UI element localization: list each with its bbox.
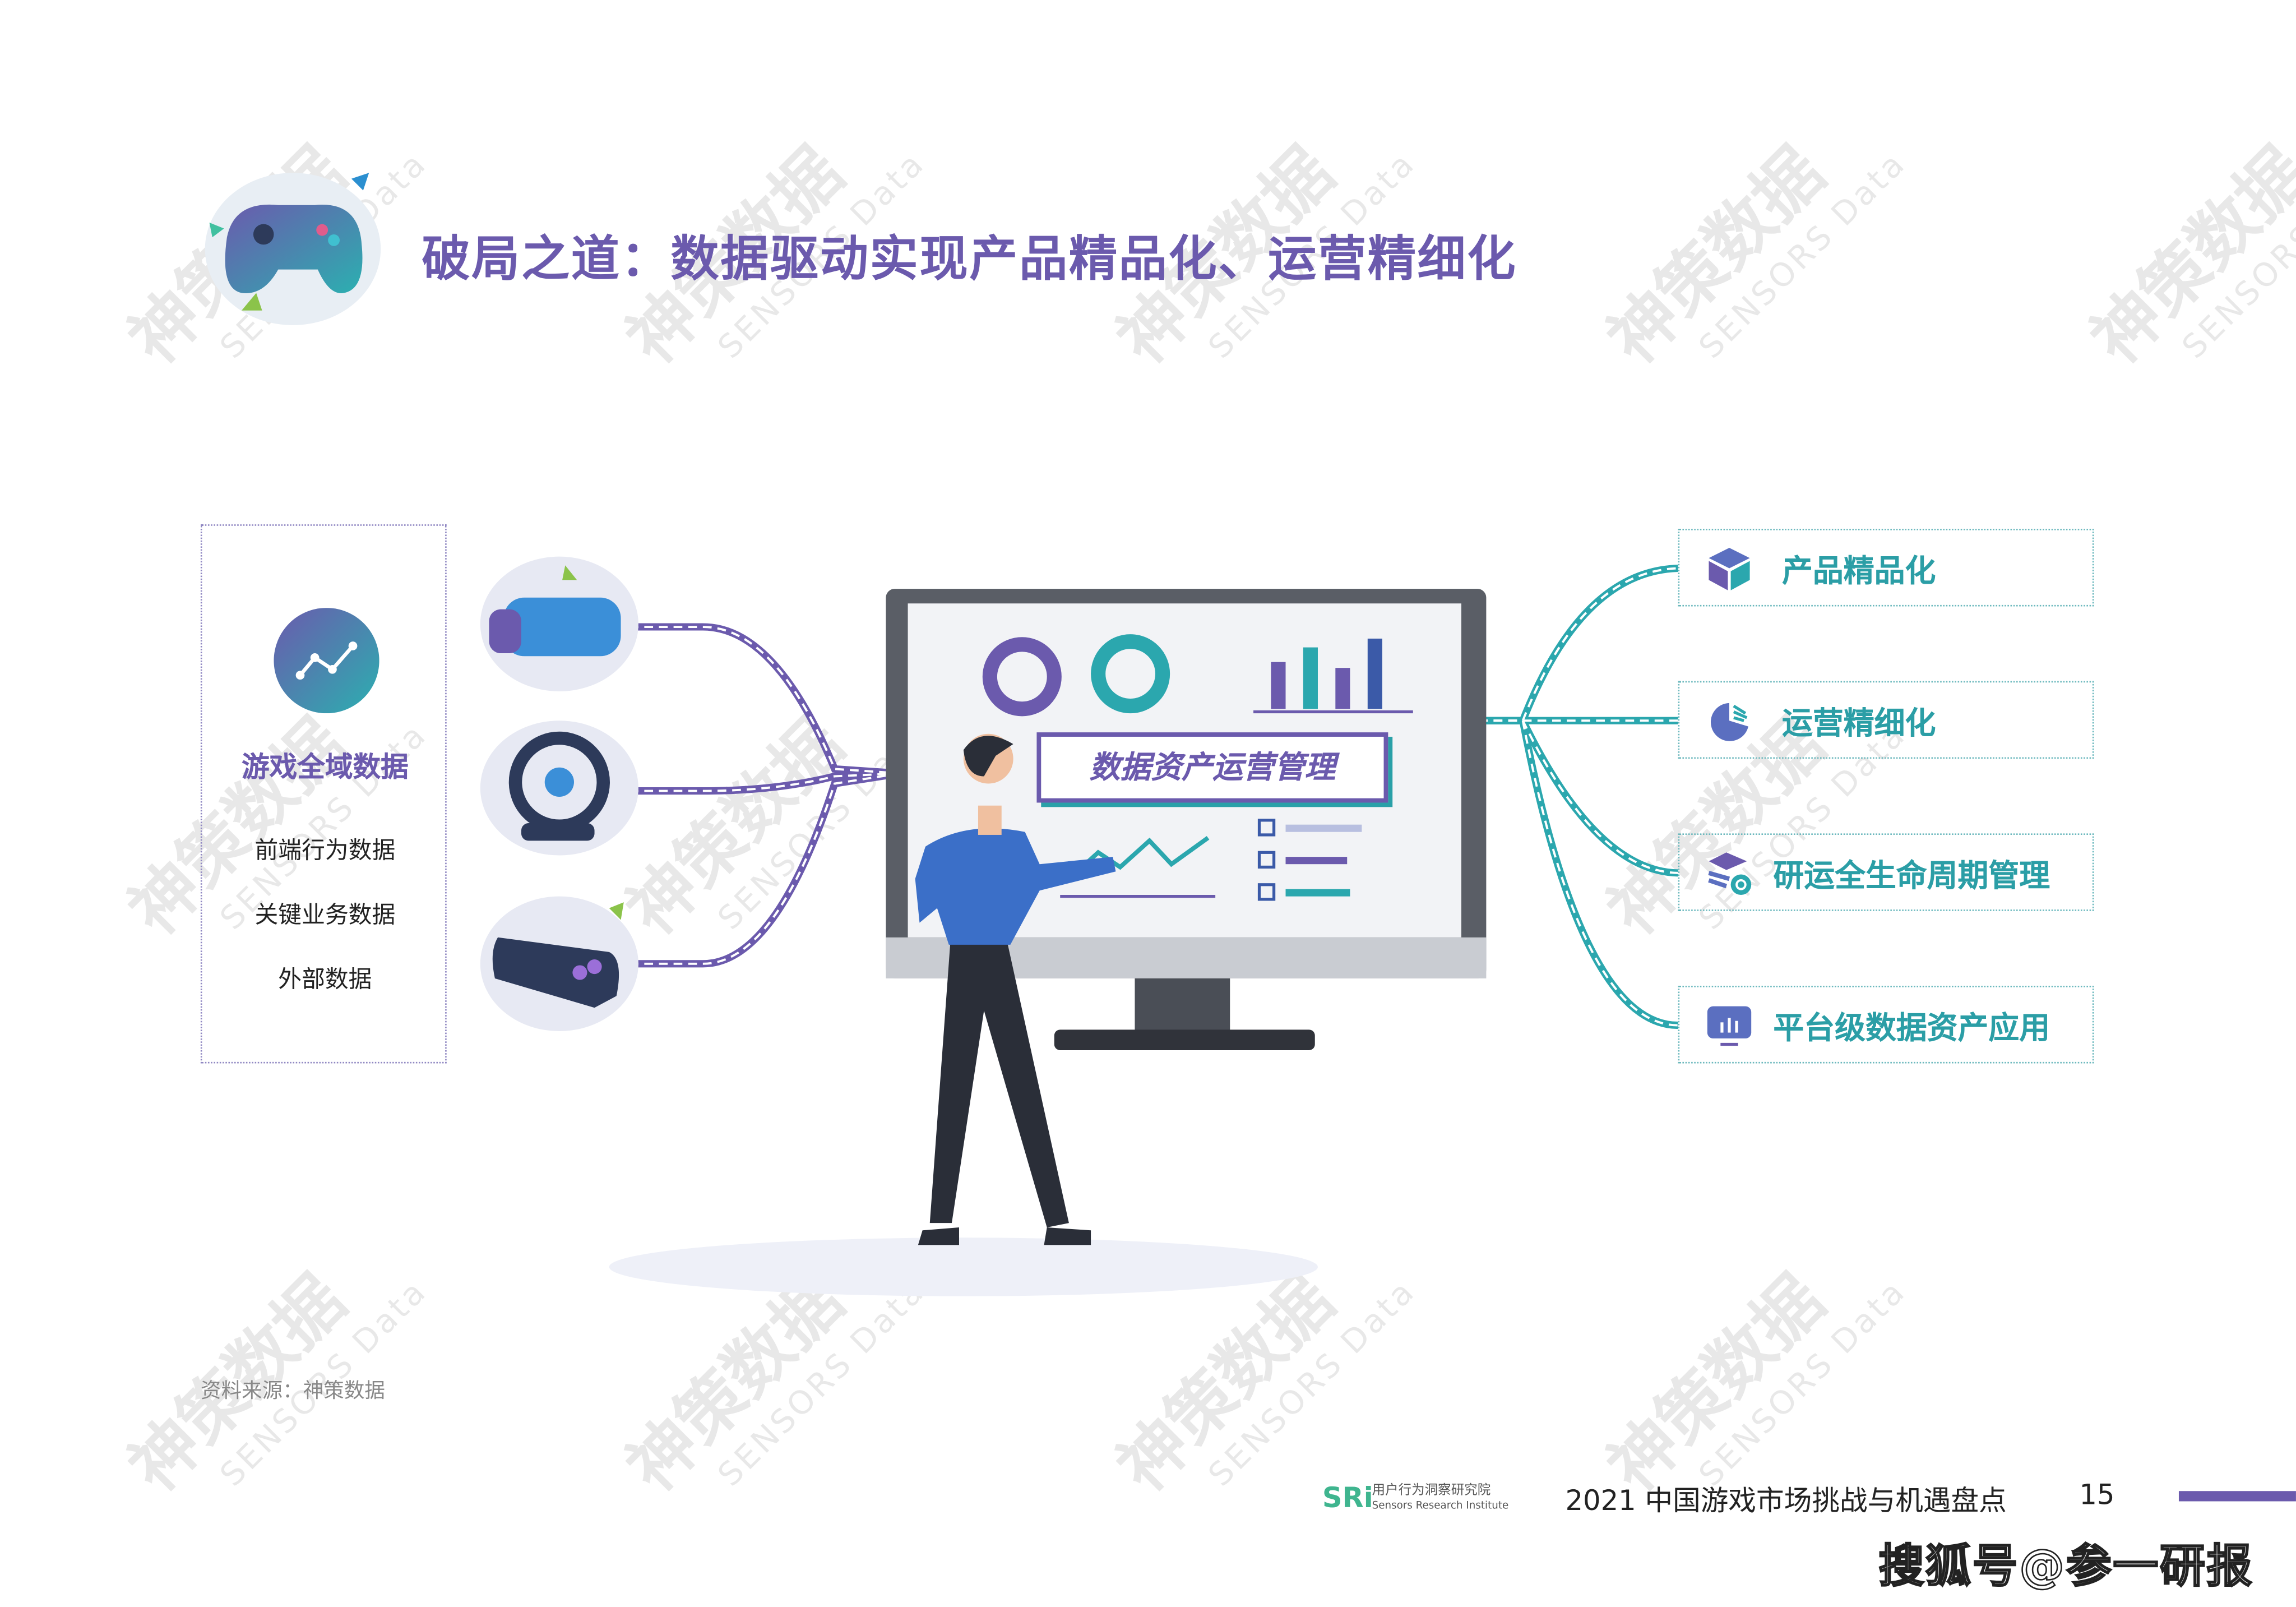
institute-name: 用户行为洞察研究院 Sensors Research Institute bbox=[1372, 1484, 1509, 1513]
page-title: 破局之道：数据驱动实现产品精品化、运营精细化 bbox=[422, 230, 1517, 287]
outcome-item: 研运全生命周期管理 bbox=[1678, 833, 2094, 911]
footer-accent-bar bbox=[2178, 1491, 2296, 1502]
source-note: 资料来源：神策数据 bbox=[200, 1379, 386, 1403]
layers-cycle-icon bbox=[1708, 852, 1752, 895]
vr-headset-icon bbox=[480, 556, 638, 691]
data-source-item: 前端行为数据 bbox=[254, 836, 396, 865]
gamepad-icon bbox=[205, 173, 381, 325]
presenter-illustration bbox=[609, 733, 1318, 1296]
gamepad-device-icon bbox=[480, 896, 638, 1031]
game-data-panel: 游戏全域数据 前端行为数据 关键业务数据 外部数据 bbox=[200, 524, 447, 1064]
page-number: 15 bbox=[2079, 1479, 2115, 1512]
report-title: 2021 中国游戏市场挑战与机遇盘点 bbox=[1565, 1485, 2007, 1518]
sri-logo: SRi bbox=[1322, 1482, 1373, 1515]
cube-icon bbox=[1709, 547, 1750, 590]
panel-title: 游戏全域数据 bbox=[241, 751, 409, 784]
outcome-label: 平台级数据资产应用 bbox=[1773, 1010, 2050, 1046]
trend-line-icon bbox=[274, 608, 379, 714]
institute-cn: 用户行为洞察研究院 bbox=[1372, 1484, 1491, 1499]
monitor-stand bbox=[1135, 978, 1230, 1035]
outcome-label: 产品精品化 bbox=[1782, 553, 1936, 589]
outcome-item: 平台级数据资产应用 bbox=[1678, 986, 2094, 1064]
data-source-item: 关键业务数据 bbox=[254, 901, 396, 929]
bar-chart-monitor-icon bbox=[1707, 1006, 1752, 1046]
institute-en: Sensors Research Institute bbox=[1372, 1499, 1509, 1512]
monitor-base bbox=[1054, 1029, 1315, 1050]
data-source-item: 外部数据 bbox=[278, 965, 372, 994]
outcome-item: 产品精品化 bbox=[1678, 529, 2094, 607]
outcome-label: 运营精细化 bbox=[1782, 706, 1936, 741]
monitor-label: 数据资产运营管理 bbox=[1036, 732, 1388, 803]
steering-wheel-icon bbox=[480, 721, 638, 856]
dashboard-graphics bbox=[982, 634, 1413, 901]
outcome-label: 研运全生命周期管理 bbox=[1773, 858, 2050, 894]
pie-chart-icon bbox=[1710, 703, 1748, 741]
outcome-item: 运营精细化 bbox=[1678, 681, 2094, 759]
sohu-watermark: 搜狐号@参一研报 bbox=[1878, 1540, 2254, 1595]
